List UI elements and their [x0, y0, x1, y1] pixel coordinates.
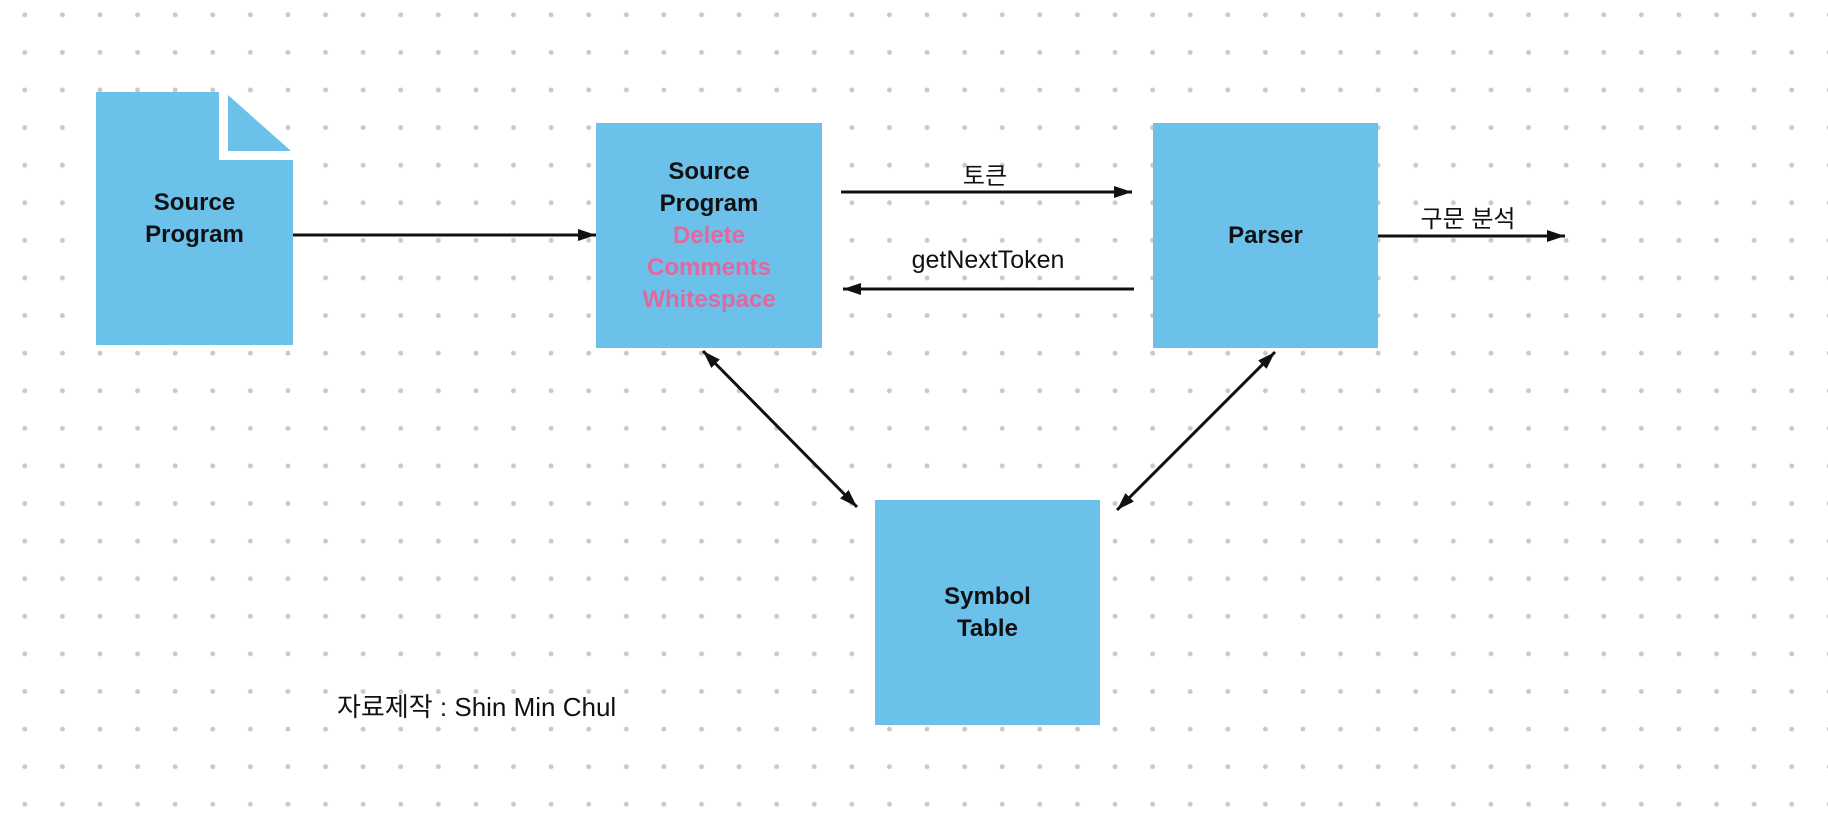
- lexer-action-line: Comments: [646, 253, 772, 281]
- symbol-table-label-line: Symbol: [944, 582, 1031, 610]
- lexer-box: Source Program Delete Comments Whitespac…: [596, 123, 822, 348]
- symbol-table-box: Symbol Table: [875, 500, 1100, 725]
- source-program-document-label: Source Program: [145, 187, 244, 251]
- source-program-document: Source Program: [96, 92, 293, 345]
- credit-text: 자료제작 : Shin Min Chul: [337, 692, 617, 722]
- document-folded-corner-icon: [228, 95, 291, 151]
- token-edge-label: 토큰: [962, 163, 1008, 190]
- syntax-analysis-edge-label: 구문 분석: [1420, 206, 1516, 233]
- lexer-action-line: Delete: [672, 221, 746, 249]
- arrow-lexer-symbol-table: [701, 349, 859, 509]
- getnexttoken-edge-label: getNextToken: [911, 246, 1065, 274]
- lexer-action-line: Whitespace: [642, 285, 776, 313]
- parser-label: Parser: [1228, 221, 1303, 249]
- symbol-table-label-line: Table: [957, 614, 1018, 642]
- lexer-title-line: Source: [668, 157, 750, 185]
- label-line: Source: [153, 188, 236, 216]
- lexer-title-line: Program: [659, 189, 759, 217]
- label-line: Program: [145, 220, 244, 248]
- arrow-symbol-table-parser: [1115, 350, 1277, 512]
- parser-box: Parser: [1153, 123, 1378, 348]
